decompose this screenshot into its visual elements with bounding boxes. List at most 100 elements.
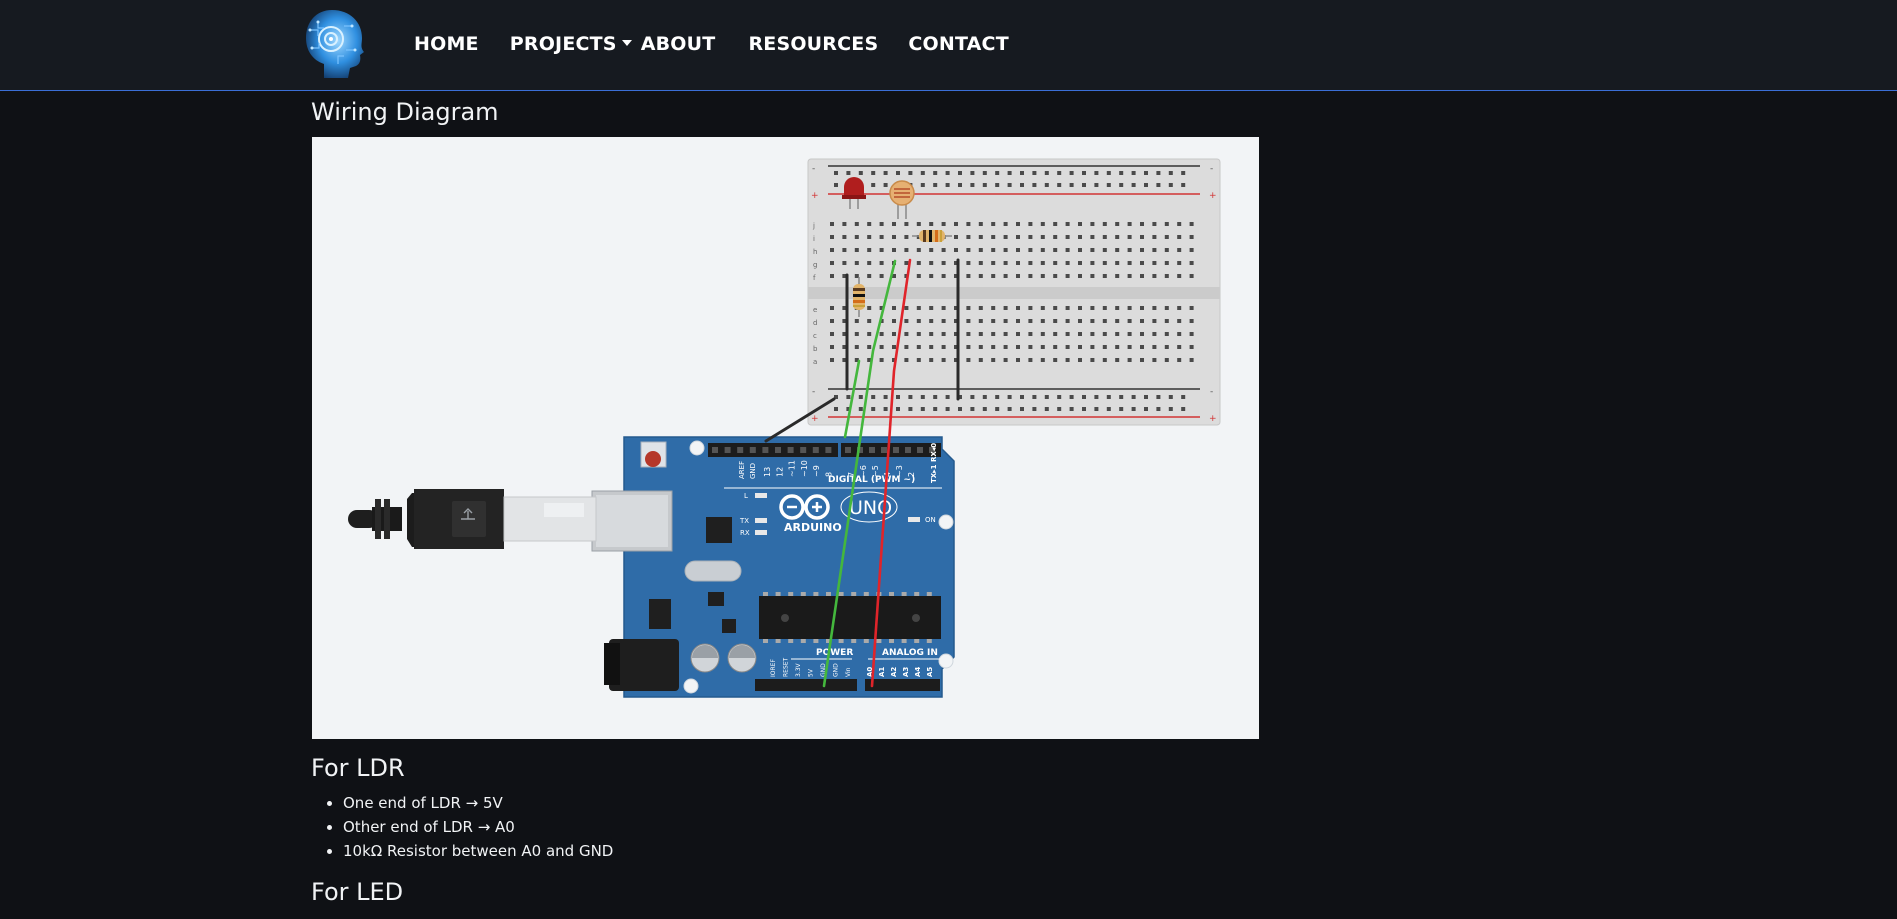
breadboard-hole [916,248,921,252]
chip-pin [926,592,932,596]
breadboard-hole [1016,274,1020,278]
breadboard-hole [892,235,896,239]
breadboard-hole [929,358,934,362]
breadboard-hole [1065,248,1070,252]
breadboard-hole [1040,222,1045,226]
breadboard-hole [1057,183,1062,187]
analog-pin-label: A0 [866,667,874,677]
breadboard-hole [1065,358,1070,362]
site-logo[interactable] [298,6,370,80]
breadboard-hole [945,407,950,411]
breadboard-hole [1090,332,1095,336]
breadboard-hole [941,345,946,349]
breadboard-hole [1119,407,1124,411]
breadboard-hole [916,345,921,349]
breadboard-hole [1144,407,1148,411]
breadboard-hole [991,332,996,336]
txrx-pin-label: TX▸1 RX◂0 [930,443,938,483]
list-item: 10kΩ Resistor between A0 and GND [343,839,613,863]
breadboard-hole [830,235,834,239]
nav-projects-dropdown[interactable]: PROJECTS [510,33,632,55]
breadboard-hole [1040,358,1045,362]
breadboard-hole [941,358,946,362]
breadboard-hole [871,407,876,411]
breadboard-hole [867,222,872,226]
nav-about-link[interactable]: ABOUT [641,33,716,55]
breadboard-hole [1065,235,1070,239]
minus-sign: - [1210,387,1213,397]
breadboard-hole [1127,222,1132,226]
breadboard-hole [1078,222,1082,226]
breadboard-hole [834,395,838,399]
breadboard-hole [941,248,946,252]
row-letter: e [813,306,817,314]
breadboard-hole [892,319,896,323]
nav-resources-label: RESOURCES [748,33,879,55]
breadboard-hole [941,274,946,278]
breadboard-hole [834,183,838,187]
breadboard-hole [1181,407,1186,411]
breadboard-hole [1127,306,1132,310]
breadboard-hole [842,235,847,239]
breadboard-hole [1003,274,1008,278]
breadboard-hole [1106,395,1111,399]
breadboard-hole [1053,319,1058,323]
breadboard-hole [879,345,884,349]
header-pin [845,447,851,453]
breadboard-hole [1020,395,1024,399]
breadboard-hole [982,395,987,399]
breadboard-hole [958,395,962,399]
breadboard-hole [978,332,983,336]
nav-resources-link[interactable]: RESOURCES [748,33,878,55]
breadboard-hole [1164,319,1169,323]
breadboard-hole [1040,235,1045,239]
breadboard-hole [1082,407,1086,411]
breadboard-hole [1140,248,1144,252]
breadboard-hole [1032,407,1037,411]
chip-pin [838,639,844,643]
breadboard-hole [1065,306,1070,310]
breadboard-hole [1053,248,1058,252]
header-pin [749,447,756,453]
minus-sign: - [1210,164,1213,174]
nav-contact-link[interactable]: CONTACT [908,33,1009,55]
breadboard-hole [1007,171,1012,175]
uno-model-text: UNO [849,497,892,519]
breadboard-hole [1028,345,1033,349]
breadboard-hole [1168,171,1173,175]
breadboard-hole [954,332,958,336]
breadboard-hole [854,222,859,226]
breadboard-hole [1177,306,1182,310]
breadboard-hole [879,248,884,252]
breadboard-hole [834,407,838,411]
breadboard-hole [854,332,859,336]
nav-home-link[interactable]: HOME [414,33,479,55]
wiring-diagram-heading: Wiring Diagram [311,98,499,126]
breadboard-hole [1065,274,1070,278]
breadboard-hole [867,274,872,278]
breadboard-hole [1090,306,1095,310]
breadboard-hole [1094,171,1099,175]
breadboard-hole [896,395,900,399]
header-pin [812,447,819,453]
breadboard-hole [916,332,921,336]
breadboard-hole [830,319,834,323]
breadboard-hole [1090,248,1095,252]
breadboard-hole [982,171,987,175]
ldr-connection-list: One end of LDR → 5V Other end of LDR → A… [343,791,613,863]
breadboard-hole [1189,274,1194,278]
breadboard-hole [1028,319,1033,323]
breadboard-hole [941,332,946,336]
breadboard-hole [1144,171,1148,175]
breadboard-hole [1152,345,1157,349]
breadboard-hole [1177,319,1182,323]
breadboard-hole [883,183,888,187]
breadboard-hole [1177,274,1182,278]
breadboard-hole [995,183,1000,187]
breadboard-hole [1028,235,1033,239]
breadboard-hole [1040,306,1045,310]
breadboard-hole [830,261,834,265]
row-letter: h [813,248,817,256]
breadboard-hole [834,171,838,175]
analog-pin-label: A2 [890,667,898,677]
